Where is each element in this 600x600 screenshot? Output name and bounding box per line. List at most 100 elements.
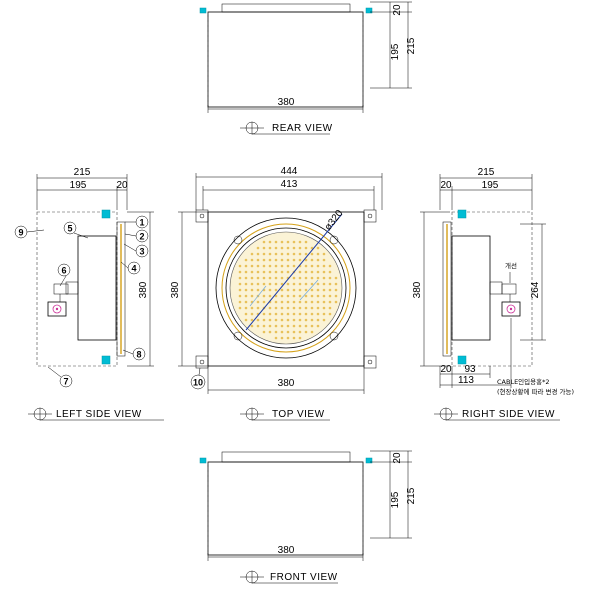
led-dot	[334, 276, 338, 280]
led-dot	[292, 282, 296, 286]
led-dot	[292, 240, 296, 244]
led-dot	[316, 252, 320, 256]
led-dot	[334, 282, 338, 286]
led-dot	[262, 318, 266, 322]
led-dot	[310, 276, 314, 280]
led-array	[229, 231, 343, 345]
led-dot	[310, 312, 314, 316]
led-dot	[244, 306, 248, 310]
led-dot	[298, 312, 302, 316]
callout-5: 5	[63, 221, 89, 239]
led-dot	[322, 288, 326, 292]
rear-dim-total: 215	[406, 37, 417, 54]
led-dot	[286, 252, 290, 256]
callout-10: 10	[190, 367, 206, 390]
rear-dim-body: 195	[390, 43, 401, 60]
led-dot	[238, 270, 242, 274]
led-dot	[268, 330, 272, 334]
led-dot	[310, 300, 314, 304]
svg-text:2: 2	[139, 232, 144, 242]
led-dot	[292, 246, 296, 250]
led-dot	[274, 246, 278, 250]
led-dot	[280, 288, 284, 292]
led-dot	[250, 312, 254, 316]
top-dim-holes: 413	[281, 179, 298, 190]
led-dot	[304, 324, 308, 328]
led-dot	[274, 330, 278, 334]
led-dot	[304, 312, 308, 316]
led-dot	[292, 258, 296, 262]
front-dim-width: 380	[278, 545, 295, 556]
led-dot	[256, 276, 260, 280]
right-hinge-bottom	[457, 355, 467, 365]
led-dot	[268, 288, 272, 292]
led-dot	[268, 270, 272, 274]
led-dot	[268, 264, 272, 268]
led-dot	[250, 324, 254, 328]
led-dot	[238, 294, 242, 298]
led-dot	[292, 324, 296, 328]
led-dot	[316, 294, 320, 298]
led-dot	[298, 270, 302, 274]
front-dim-lid: 20	[392, 452, 403, 464]
rear-dim-width: 380	[278, 97, 295, 108]
led-dot	[298, 330, 302, 334]
led-dot	[274, 240, 278, 244]
callout-8: 8	[122, 347, 146, 361]
top-view: 444 413 ø320 380	[170, 166, 383, 421]
led-dot	[262, 324, 266, 328]
led-dot	[322, 312, 326, 316]
led-dot	[262, 294, 266, 298]
led-dot	[298, 324, 302, 328]
led-dot	[262, 282, 266, 286]
led-dot	[268, 324, 272, 328]
led-dot	[304, 264, 308, 268]
led-dot	[262, 264, 266, 268]
led-dot	[286, 324, 290, 328]
led-dot	[298, 240, 302, 244]
led-dot	[322, 306, 326, 310]
led-dot	[274, 300, 278, 304]
top-dim-height: 380	[170, 281, 181, 298]
right-dim-height: 380	[412, 281, 423, 298]
led-dot	[268, 282, 272, 286]
led-dot	[280, 258, 284, 262]
front-dim-body: 195	[390, 491, 401, 508]
led-dot	[280, 276, 284, 280]
left-box	[36, 211, 118, 367]
led-dot	[244, 300, 248, 304]
led-dot	[304, 282, 308, 286]
led-dot	[262, 300, 266, 304]
led-dot	[268, 294, 272, 298]
tab-bl	[195, 355, 209, 369]
led-dot	[298, 258, 302, 262]
left-dim-height: 380	[138, 281, 149, 298]
led-dot	[280, 300, 284, 304]
led-dot	[304, 270, 308, 274]
led-dot	[286, 264, 290, 268]
led-dot	[274, 318, 278, 322]
led-dot	[286, 306, 290, 310]
led-dot	[292, 312, 296, 316]
front-dim-total: 215	[406, 487, 417, 504]
led-dot	[316, 306, 320, 310]
lamp-outer-ring	[215, 217, 357, 359]
rear-lid	[221, 3, 351, 13]
led-dot	[262, 258, 266, 262]
left-side-view: 215 195 20 380 1 2	[14, 167, 164, 421]
led-dot	[238, 306, 242, 310]
led-dot	[304, 294, 308, 298]
led-dot	[250, 288, 254, 292]
led-dot	[250, 270, 254, 274]
led-dot	[322, 264, 326, 268]
led-dot	[292, 300, 296, 304]
svg-text:4: 4	[131, 264, 136, 274]
led-dot	[292, 294, 296, 298]
led-dot	[238, 300, 242, 304]
led-dot	[298, 306, 302, 310]
led-dot	[238, 288, 242, 292]
led-dot	[250, 306, 254, 310]
front-view: 20 195 215 380 FRONT VIEW	[199, 450, 417, 584]
led-dot	[310, 324, 314, 328]
